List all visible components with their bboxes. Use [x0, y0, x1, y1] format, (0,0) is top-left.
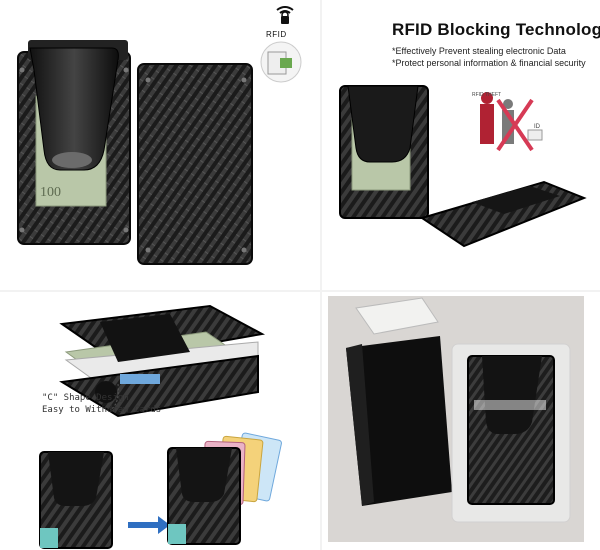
wallet-back [137, 63, 253, 265]
feature-caption-line-2: Easy to Withdraw Cards [42, 405, 162, 415]
rfid-benefit-line-1: *Effectively Prevent stealing electronic… [392, 46, 566, 56]
rfid-logo-label: RFID [266, 30, 287, 39]
panel-divider-vertical [320, 0, 322, 550]
panel-packaging-photo [322, 292, 600, 550]
rfid-shield-icon [276, 6, 294, 24]
svg-text:100: 100 [40, 185, 61, 200]
feature-caption-line-1: "C" Shape Design [42, 393, 129, 403]
wallet-closed [39, 451, 113, 549]
rfid-wallet-image: RFID THEFT ID [339, 85, 587, 248]
rfid-benefit-line-2: *Protect personal information & financia… [392, 58, 586, 68]
panel-divider-horizontal [0, 290, 600, 292]
panel-rfid-blocking: RFID Blocking Technology *Effectively Pr… [322, 0, 600, 290]
id-label: ID [534, 124, 541, 130]
rfid-badge [260, 41, 302, 83]
wallet-front-back-image: 100 [17, 40, 302, 265]
panel-wallet-front-back: 100 RFID [0, 0, 320, 290]
thief-label: RFID THEFT [472, 92, 501, 98]
arrow-icon [128, 516, 170, 534]
packaging-image [322, 292, 600, 550]
c-shape-image [39, 304, 282, 549]
rfid-heading: RFID Blocking Technology [392, 20, 600, 39]
wallet-open-cards [167, 432, 282, 545]
panel-c-shape-design: "C" Shape Design Easy to Withdraw Cards [0, 292, 320, 550]
wallet-front: 100 [17, 40, 131, 245]
thief-illustration [480, 92, 543, 152]
